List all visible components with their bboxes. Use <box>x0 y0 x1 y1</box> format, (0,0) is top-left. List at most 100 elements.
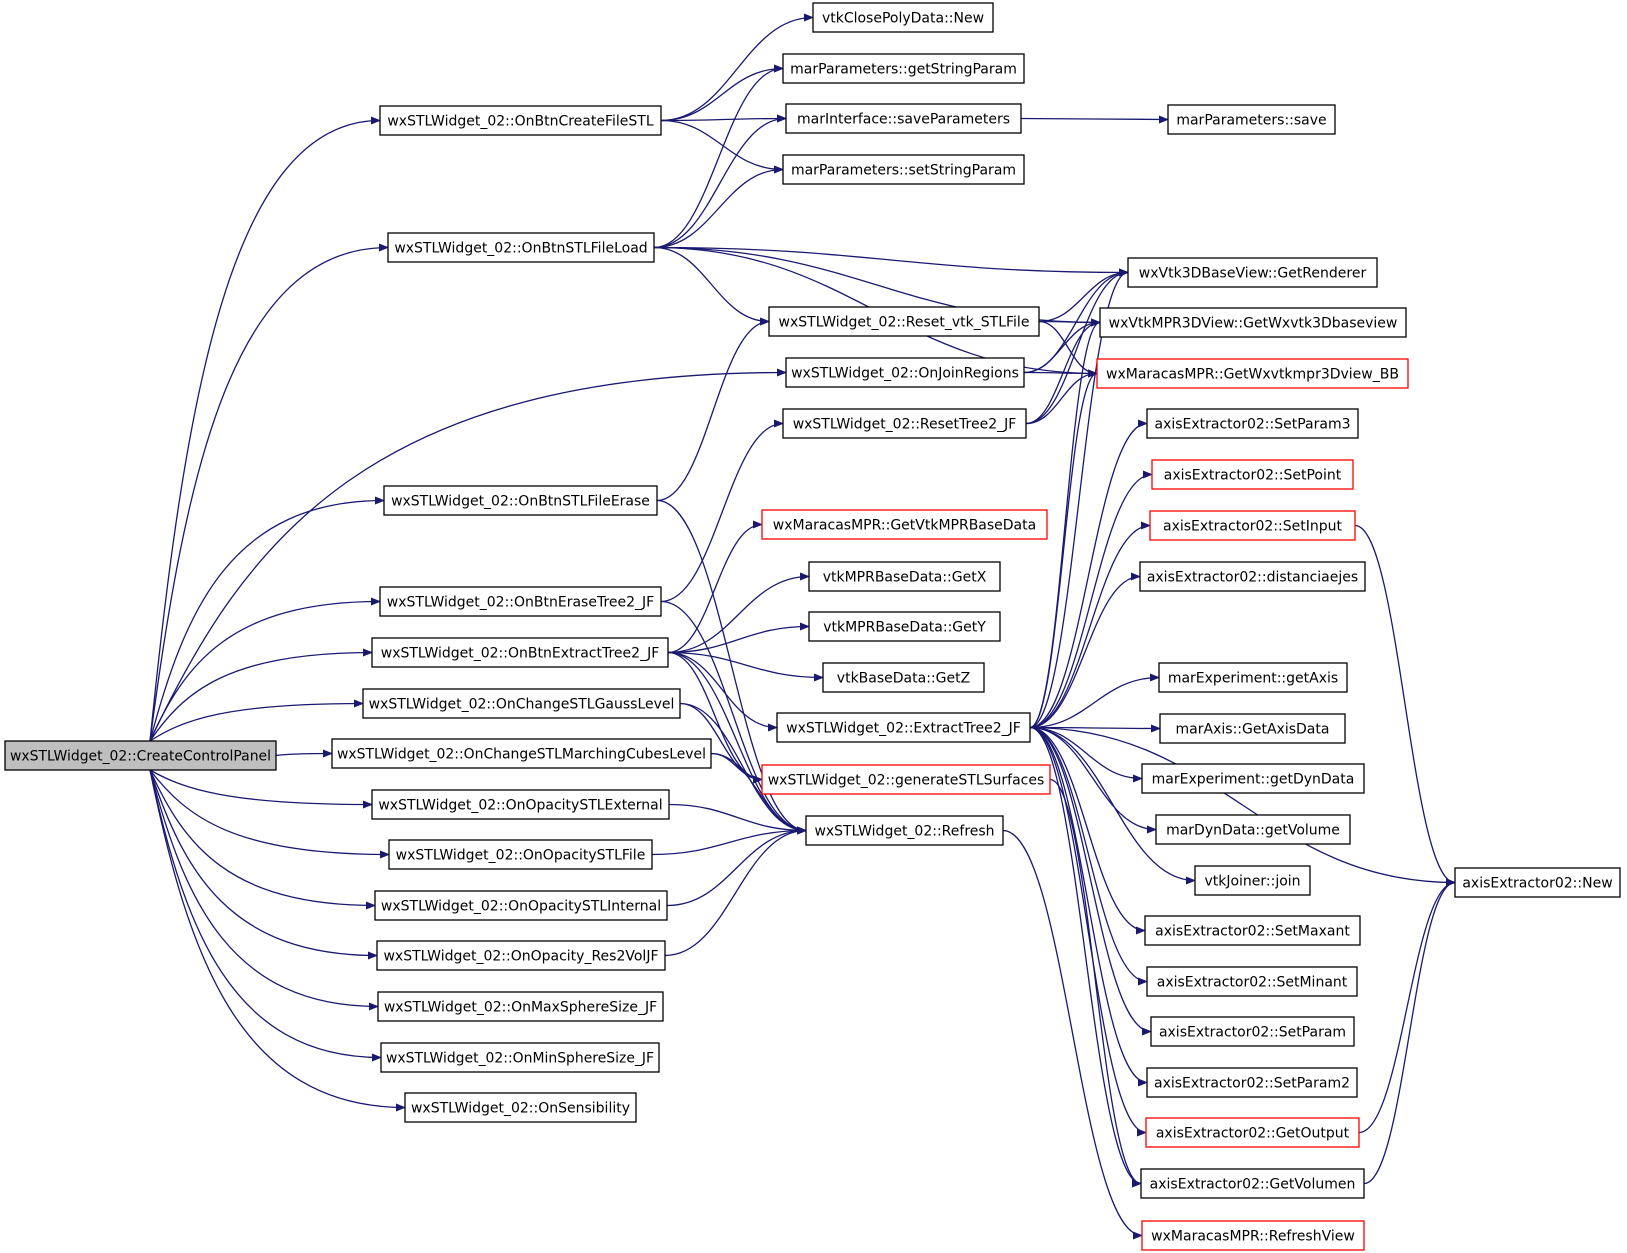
node-axisextractor02-setmaxant[interactable]: axisExtractor02::SetMaxant <box>1144 915 1361 946</box>
node-wxstlwidget-02-onopacitystlfile[interactable]: wxSTLWidget_02::OnOpacitySTLFile <box>388 839 653 870</box>
node-box <box>4 740 277 771</box>
edge-wxstlwidget-02-createcontrolpanel-to-wxstlwidget-02-onmaxspheresize-jf <box>149 769 379 1011</box>
node-axisextractor02-setinput[interactable]: axisExtractor02::SetInput <box>1149 510 1356 541</box>
node-box <box>371 637 669 668</box>
node-label: axisExtractor02::New <box>1462 876 1612 892</box>
edge-wxstlwidget-02-extracttree2-jf-to-maraxis-getaxisdata <box>1029 724 1161 733</box>
edge-wxstlwidget-02-onbtnstlfileload-to-wxstlwidget-02-reset-vtk-stlfile <box>653 246 770 326</box>
node-wxstlwidget-02-onchangestlgausslevel[interactable]: wxSTLWidget_02::OnChangeSTLGaussLevel <box>362 688 681 719</box>
node-box <box>371 789 670 820</box>
node-wxvtk3dbaseview-getrenderer[interactable]: wxVtk3DBaseView::GetRenderer <box>1127 257 1378 288</box>
node-marparameters-setstringparam[interactable]: marParameters::setStringParam <box>782 154 1025 185</box>
node-wxmaracasmpr-getwxvtkmpr3dview-bb[interactable]: wxMaracasMPR::GetWxvtkmpr3Dview_BB <box>1096 358 1409 389</box>
node-vtkbasedata-getz[interactable]: vtkBaseData::GetZ <box>822 662 985 693</box>
node-label: marAxis::GetAxisData <box>1176 722 1330 738</box>
node-label: wxSTLWidget_02::generateSTLSurfaces <box>768 773 1045 789</box>
node-marexperiment-getdyndata[interactable]: marExperiment::getDynData <box>1141 763 1365 794</box>
node-label: wxSTLWidget_02::OnSensibility <box>411 1101 630 1117</box>
node-label: wxSTLWidget_02::CreateControlPanel <box>10 749 271 765</box>
node-wxstlwidget-02-onopacity-res2voljf[interactable]: wxSTLWidget_02::OnOpacity_Res2VolJF <box>376 940 666 971</box>
edge-wxstlwidget-02-createcontrolpanel-to-wxstlwidget-02-onbtnerasetree2-jf <box>149 597 381 742</box>
node-wxmaracasmpr-refreshview[interactable]: wxMaracasMPR::RefreshView <box>1141 1220 1365 1251</box>
node-marparameters-getstringparam[interactable]: marParameters::getStringParam <box>782 53 1025 84</box>
edge-wxstlwidget-02-extracttree2-jf-to-axisextractor02-setparam3 <box>1029 419 1148 729</box>
edge-wxstlwidget-02-createcontrolpanel-to-wxstlwidget-02-onbtnstlfileload <box>149 243 389 742</box>
node-axisextractor02-getvolumen[interactable]: axisExtractor02::GetVolumen <box>1140 1168 1365 1199</box>
node-wxstlwidget-02-onchangestlmarchingcubeslevel[interactable]: wxSTLWidget_02::OnChangeSTLMarchingCubes… <box>331 738 712 769</box>
node-wxstlwidget-02-onjoinregions[interactable]: wxSTLWidget_02::OnJoinRegions <box>785 357 1025 388</box>
node-box <box>388 839 653 870</box>
node-box <box>377 991 664 1022</box>
edge-wxstlwidget-02-extracttree2-jf-to-marexperiment-getaxis <box>1029 673 1160 729</box>
edge-wxstlwidget-02-createcontrolpanel-to-wxstlwidget-02-onjoinregions <box>149 368 787 742</box>
node-box <box>1151 459 1354 490</box>
node-wxstlwidget-02-onminspheresize-jf[interactable]: wxSTLWidget_02::OnMinSphereSize_JF <box>380 1042 660 1073</box>
node-label: wxSTLWidget_02::OnBtnCreateFileSTL <box>387 114 653 130</box>
node-wxstlwidget-02-onopacitystlexternal[interactable]: wxSTLWidget_02::OnOpacitySTLExternal <box>371 789 670 820</box>
node-maraxis-getaxisdata[interactable]: marAxis::GetAxisData <box>1159 713 1346 744</box>
node-label: axisExtractor02::SetInput <box>1163 519 1343 535</box>
node-vtkmprbasedata-gety[interactable]: vtkMPRBaseData::GetY <box>808 611 1001 642</box>
node-label: wxSTLWidget_02::OnBtnSTLFileLoad <box>394 241 647 257</box>
node-label: marInterface::saveParameters <box>797 112 1010 128</box>
node-vtkjoiner-join[interactable]: vtkJoiner::join <box>1194 865 1311 896</box>
edge-wxstlwidget-02-onbtnstlfileload-to-marparameters-setstringparam <box>653 165 784 249</box>
edge-wxstlwidget-02-extracttree2-jf-to-axisextractor02-setpoint <box>1029 470 1153 729</box>
node-wxstlwidget-02-resettree2-jf[interactable]: wxSTLWidget_02::ResetTree2_JF <box>782 408 1027 439</box>
node-wxstlwidget-02-refresh[interactable]: wxSTLWidget_02::Refresh <box>805 815 1004 846</box>
edge-wxstlwidget-02-onbtncreatefilestl-to-marinterface-saveparameters <box>660 114 787 123</box>
node-wxstlwidget-02-onbtnerasetree2-jf[interactable]: wxSTLWidget_02::OnBtnEraseTree2_JF <box>379 586 662 617</box>
node-wxstlwidget-02-onopacitystlinternal[interactable]: wxSTLWidget_02::OnOpacitySTLInternal <box>374 890 668 921</box>
node-label: marExperiment::getDynData <box>1152 772 1355 788</box>
node-axisextractor02-distanciaejes[interactable]: axisExtractor02::distanciaejes <box>1139 561 1366 592</box>
edge-wxstlwidget-02-reset-vtk-stlfile-to-wxmaracasmpr-getwxvtkmpr3dview-bb <box>1038 320 1098 378</box>
node-axisextractor02-setparam3[interactable]: axisExtractor02::SetParam3 <box>1146 408 1359 439</box>
node-box <box>387 232 655 263</box>
node-axisextractor02-setminant[interactable]: axisExtractor02::SetMinant <box>1146 966 1358 997</box>
node-marparameters-save[interactable]: marParameters::save <box>1167 104 1336 135</box>
node-box <box>1144 915 1361 946</box>
node-wxstlwidget-02-onmaxspheresize-jf[interactable]: wxSTLWidget_02::OnMaxSphereSize_JF <box>377 991 664 1022</box>
node-box <box>1150 1016 1355 1047</box>
node-marexperiment-getaxis[interactable]: marExperiment::getAxis <box>1158 662 1348 693</box>
edge-wxstlwidget-02-extracttree2-jf-to-axisextractor02-getvolumen <box>1029 726 1142 1188</box>
node-label: wxSTLWidget_02::OnOpacitySTLFile <box>396 848 646 864</box>
node-wxstlwidget-02-createcontrolpanel[interactable]: wxSTLWidget_02::CreateControlPanel <box>4 740 277 771</box>
node-label: wxMaracasMPR::GetWxvtkmpr3Dview_BB <box>1106 367 1399 383</box>
node-axisextractor02-setpoint[interactable]: axisExtractor02::SetPoint <box>1151 459 1354 490</box>
node-wxstlwidget-02-onsensibility[interactable]: wxSTLWidget_02::OnSensibility <box>404 1092 637 1123</box>
node-axisextractor02-setparam2[interactable]: axisExtractor02::SetParam2 <box>1146 1067 1358 1098</box>
node-label: wxSTLWidget_02::Refresh <box>814 824 994 840</box>
node-mardyndata-getvolume[interactable]: marDynData::getVolume <box>1155 814 1351 845</box>
edge-wxstlwidget-02-onbtnstlfileload-to-wxvtk3dbaseview-getrenderer <box>653 246 1129 277</box>
edge-axisextractor02-setinput-to-axisextractor02-new <box>1354 524 1456 887</box>
node-axisextractor02-setparam[interactable]: axisExtractor02::SetParam <box>1150 1016 1355 1047</box>
node-wxstlwidget-02-reset-vtk-stlfile[interactable]: wxSTLWidget_02::Reset_vtk_STLFile <box>768 306 1040 337</box>
node-box <box>785 357 1025 388</box>
node-vtkclosepolydata-new[interactable]: vtkClosePolyData::New <box>812 2 994 33</box>
node-box <box>1140 1168 1365 1199</box>
node-wxstlwidget-02-extracttree2-jf[interactable]: wxSTLWidget_02::ExtractTree2_JF <box>776 712 1031 743</box>
node-wxstlwidget-02-generatestlsurfaces[interactable]: wxSTLWidget_02::generateSTLSurfaces <box>761 764 1051 795</box>
node-label: marExperiment::getAxis <box>1168 671 1338 687</box>
node-marinterface-saveparameters[interactable]: marInterface::saveParameters <box>785 103 1022 134</box>
node-wxstlwidget-02-onbtncreatefilestl[interactable]: wxSTLWidget_02::OnBtnCreateFileSTL <box>379 105 662 136</box>
node-box <box>374 890 668 921</box>
node-label: wxSTLWidget_02::OnBtnEraseTree2_JF <box>387 595 654 611</box>
node-axisextractor02-getoutput[interactable]: axisExtractor02::GetOutput <box>1145 1117 1360 1148</box>
nodes-layer: wxSTLWidget_02::CreateControlPanelwxSTLW… <box>4 2 1621 1251</box>
node-box <box>1141 763 1365 794</box>
node-vtkmprbasedata-getx[interactable]: vtkMPRBaseData::GetX <box>808 561 1001 592</box>
node-wxstlwidget-02-onbtnextracttree2-jf[interactable]: wxSTLWidget_02::OnBtnExtractTree2_JF <box>371 637 669 668</box>
node-box <box>822 662 985 693</box>
node-box <box>380 1042 660 1073</box>
node-wxstlwidget-02-onbtnstlfileerase[interactable]: wxSTLWidget_02::OnBtnSTLFileErase <box>383 485 658 516</box>
node-box <box>1145 1117 1360 1148</box>
node-label: wxSTLWidget_02::Reset_vtk_STLFile <box>779 315 1030 331</box>
node-wxvtkmpr3dview-getwxvtk3dbaseview[interactable]: wxVtkMPR3DView::GetWxvtk3Dbaseview <box>1099 307 1407 338</box>
node-axisextractor02-new[interactable]: axisExtractor02::New <box>1454 867 1621 898</box>
edge-wxstlwidget-02-onopacitystlfile-to-wxstlwidget-02-refresh <box>651 826 807 856</box>
node-label: wxSTLWidget_02::OnOpacitySTLInternal <box>381 899 661 915</box>
node-wxmaracasmpr-getvtkmprbasedata[interactable]: wxMaracasMPR::GetVtkMPRBaseData <box>761 509 1048 540</box>
node-wxstlwidget-02-onbtnstlfileload[interactable]: wxSTLWidget_02::OnBtnSTLFileLoad <box>387 232 655 263</box>
